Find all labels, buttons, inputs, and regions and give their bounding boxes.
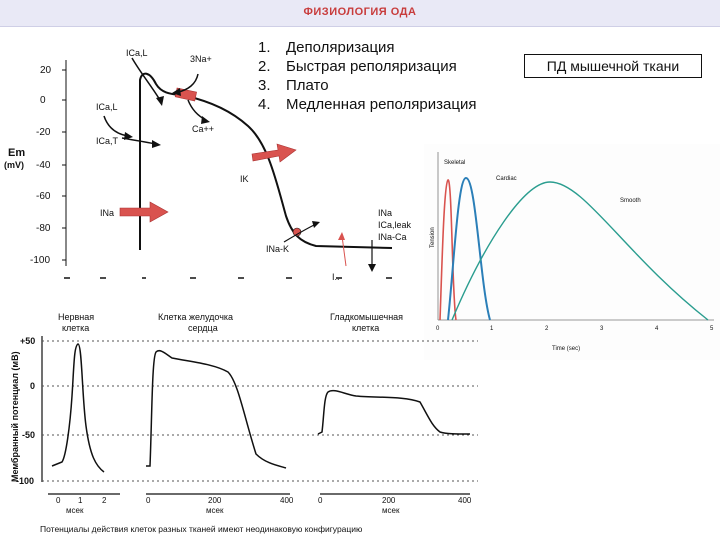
panel-xtick: 400 bbox=[458, 496, 472, 505]
panel-xtick: 0 bbox=[146, 496, 151, 505]
ytick: -80 bbox=[36, 223, 51, 234]
panel-xtick: 400 bbox=[280, 496, 294, 505]
ventricle-ap-trace bbox=[146, 349, 287, 469]
panel-xtick: 0 bbox=[318, 496, 323, 505]
phase-label: Медленная реполяризация bbox=[286, 96, 477, 113]
panel-xtick: 2 bbox=[102, 496, 107, 505]
ytick: -40 bbox=[36, 160, 51, 171]
legend-cardiac: Cardiac bbox=[496, 176, 517, 182]
ylabel-unit: (mV) bbox=[4, 160, 24, 170]
tension-xtick: 1 bbox=[490, 326, 494, 332]
ytick: 20 bbox=[40, 65, 52, 76]
smooth-curve bbox=[451, 181, 709, 321]
phase-list: 1.Деполяризация 2.Быстрая реполяризация … bbox=[258, 38, 476, 114]
tension-xtick: 0 bbox=[436, 326, 440, 332]
ap-trace bbox=[139, 72, 393, 250]
muscle-ap-tag: ПД мышечной ткани bbox=[524, 54, 702, 78]
panel-xtick: 1 bbox=[78, 496, 83, 505]
panel-xtick: 200 bbox=[208, 496, 222, 505]
panel-unit: мсек bbox=[206, 506, 224, 515]
compare-caption: Потенциалы действия клеток разных тканей… bbox=[40, 524, 363, 534]
phase-item: 2.Быстрая реполяризация bbox=[258, 58, 457, 75]
label-right-ina: INa bbox=[378, 208, 392, 218]
smooth-ap-trace bbox=[317, 389, 471, 435]
phase-label: Деполяризация bbox=[286, 39, 395, 56]
compare-ylabel: Мембранный потенциал (мВ) bbox=[10, 351, 20, 482]
panel-title: Нервная bbox=[58, 312, 94, 322]
tension-xtick: 2 bbox=[545, 326, 549, 332]
label-ca: Ca++ bbox=[192, 124, 214, 134]
panel-title: сердца bbox=[188, 323, 218, 333]
panel-xtick: 0 bbox=[56, 496, 61, 505]
tension-xlabel: Time (sec) bbox=[552, 346, 580, 352]
label-bottom-current: I.. bbox=[332, 272, 340, 282]
label-right-ica-leak: ICa,leak bbox=[378, 220, 412, 230]
ik-red-arrow-icon bbox=[251, 143, 297, 163]
tension-chart: Tension 0 1 2 3 4 5 Time (sec) Skeletal … bbox=[424, 144, 720, 360]
panel-title: клетка bbox=[352, 323, 379, 333]
cardiac-ap-diagram: Em (mV) 20 0 -20 -40 -60 -80 -100 ICa,L … bbox=[4, 48, 412, 282]
phase-item: 1.Деполяризация bbox=[258, 39, 395, 56]
panel-unit: мсек bbox=[66, 506, 84, 515]
ica-l-top-arrow-icon bbox=[131, 57, 161, 101]
legend-skeletal: Skeletal bbox=[444, 160, 465, 166]
phase-item: 4.Медленная реполяризация bbox=[258, 96, 477, 113]
ytick: -20 bbox=[36, 127, 51, 138]
label-right-ina-ca: INa-Ca bbox=[378, 232, 407, 242]
ap-comparison-chart: Мембранный потенциал (мВ) +50 0 -50 -100… bbox=[10, 312, 478, 534]
label-ica-l-mid: ICa,L bbox=[96, 102, 118, 112]
panel-unit: мсек bbox=[382, 506, 400, 515]
ylabel-em: Em bbox=[8, 147, 25, 159]
ytick: -100 bbox=[30, 255, 50, 266]
ytick: -60 bbox=[36, 191, 51, 202]
label-ica-l-top: ICa,L bbox=[126, 48, 148, 58]
red-up-arrow-icon bbox=[341, 235, 347, 267]
slide-title: ФИЗИОЛОГИЯ ОДА bbox=[303, 6, 417, 18]
skeletal-curve bbox=[439, 179, 457, 321]
na3-arrow-icon bbox=[177, 73, 199, 93]
phase-label: Плато bbox=[286, 77, 329, 94]
tension-xtick: 3 bbox=[600, 326, 604, 332]
label-3na: 3Na+ bbox=[190, 54, 212, 64]
compare-ytick: -100 bbox=[16, 476, 34, 486]
compare-ytick: -50 bbox=[22, 430, 35, 440]
panel-title: клетка bbox=[62, 323, 89, 333]
slide-header: ФИЗИОЛОГИЯ ОДА bbox=[0, 0, 720, 27]
ytick: 0 bbox=[40, 95, 46, 106]
cardiac-curve bbox=[447, 176, 491, 321]
compare-ytick: +50 bbox=[20, 336, 35, 346]
nerve-ap-trace bbox=[51, 343, 105, 473]
panel-title: Гладкомышечная bbox=[330, 312, 403, 322]
tension-ylabel: Tension bbox=[430, 227, 436, 248]
ica-l-mid-arrow-icon bbox=[103, 115, 129, 137]
label-ica-t: ICa,T bbox=[96, 136, 119, 146]
panel-title: Клетка желудочка bbox=[158, 312, 233, 322]
tension-xtick: 4 bbox=[655, 326, 659, 332]
ina-red-arrow-icon bbox=[119, 201, 169, 223]
y-ticks: 20 0 -20 -40 -60 -80 -100 bbox=[30, 65, 66, 266]
label-ina-k: INa-K bbox=[266, 244, 289, 254]
compare-ytick: 0 bbox=[30, 381, 35, 391]
label-ina: INa bbox=[100, 208, 114, 218]
label-ik: IK bbox=[240, 174, 249, 184]
panel-xtick: 200 bbox=[382, 496, 396, 505]
phase-item: 3.Плато bbox=[258, 77, 329, 94]
legend-smooth: Smooth bbox=[620, 198, 641, 204]
tension-xtick: 5 bbox=[710, 326, 714, 332]
phase-label: Быстрая реполяризация bbox=[286, 58, 457, 75]
